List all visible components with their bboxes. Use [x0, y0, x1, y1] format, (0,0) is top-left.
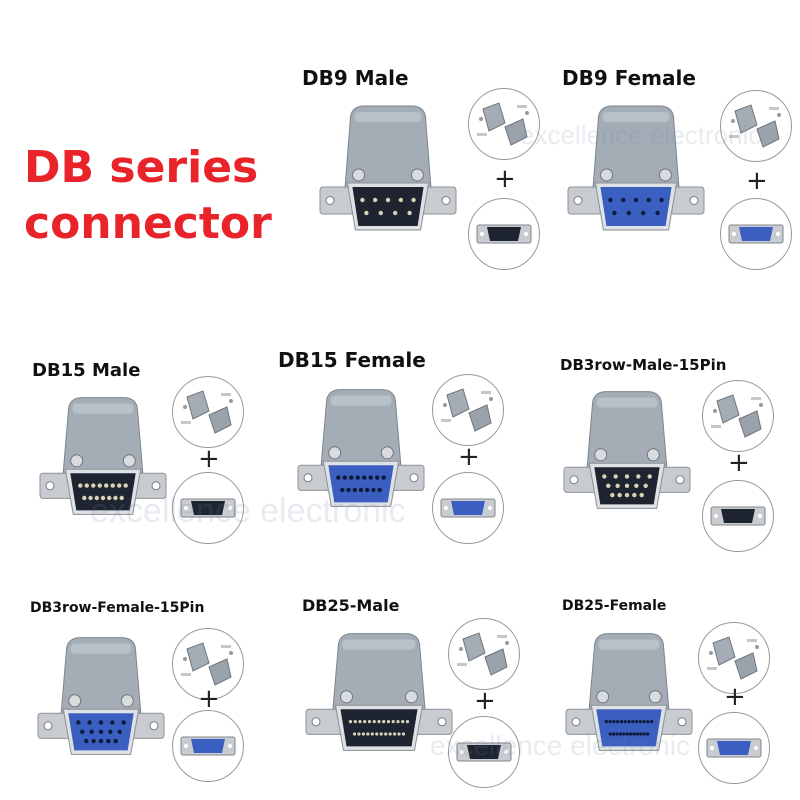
parts-circle-db9-female — [720, 90, 792, 162]
plus-db15-male: + — [198, 444, 220, 474]
parts-circle-db25-female — [698, 622, 770, 694]
label-db9-male: DB9 Male — [302, 66, 409, 90]
headline-line-1: DB series — [24, 142, 259, 193]
insert-circle-db15-female — [432, 472, 504, 544]
label-db15-male: DB15 Male — [32, 360, 141, 381]
parts-circle-db15-male — [172, 376, 244, 448]
plus-db3row-male-15pin: + — [728, 448, 750, 478]
connector-db15-female — [296, 384, 426, 529]
insert-circle-db25-female — [698, 712, 770, 784]
plus-db15-female: + — [458, 442, 480, 472]
headline-line-2: connector — [24, 198, 272, 249]
label-db9-female: DB9 Female — [562, 66, 696, 90]
parts-circle-db9-male — [468, 88, 540, 160]
connector-db9-male — [318, 100, 458, 255]
connector-db25-male — [304, 628, 454, 773]
insert-circle-db3row-male-15pin — [702, 480, 774, 552]
plus-db3row-female-15pin: + — [198, 684, 220, 714]
insert-circle-db15-male — [172, 472, 244, 544]
insert-circle-db25-male — [448, 716, 520, 788]
insert-circle-db9-male — [468, 198, 540, 270]
insert-circle-db3row-female-15pin — [172, 710, 244, 782]
connector-db25-female — [564, 628, 694, 773]
insert-circle-db9-female — [720, 198, 792, 270]
label-db25-female: DB25-Female — [562, 598, 667, 614]
label-db3row-male-15pin: DB3row-Male-15Pin — [560, 356, 727, 374]
label-db3row-female-15pin: DB3row-Female-15Pin — [30, 600, 205, 616]
connector-db9-female — [566, 100, 706, 255]
headline: DB series connector — [24, 140, 294, 252]
plus-db9-male: + — [494, 164, 516, 194]
parts-circle-db3row-female-15pin — [172, 628, 244, 700]
parts-circle-db3row-male-15pin — [702, 380, 774, 452]
label-db15-female: DB15 Female — [278, 348, 426, 372]
plus-db9-female: + — [746, 166, 768, 196]
plus-db25-male: + — [474, 686, 496, 716]
plus-db25-female: + — [724, 682, 746, 712]
connector-db3row-female-15pin — [36, 632, 166, 777]
parts-circle-db25-male — [448, 618, 520, 690]
connector-db15-male — [38, 392, 168, 537]
label-db25-male: DB25-Male — [302, 596, 400, 615]
connector-db3row-male-15pin — [562, 386, 692, 531]
parts-circle-db15-female — [432, 374, 504, 446]
